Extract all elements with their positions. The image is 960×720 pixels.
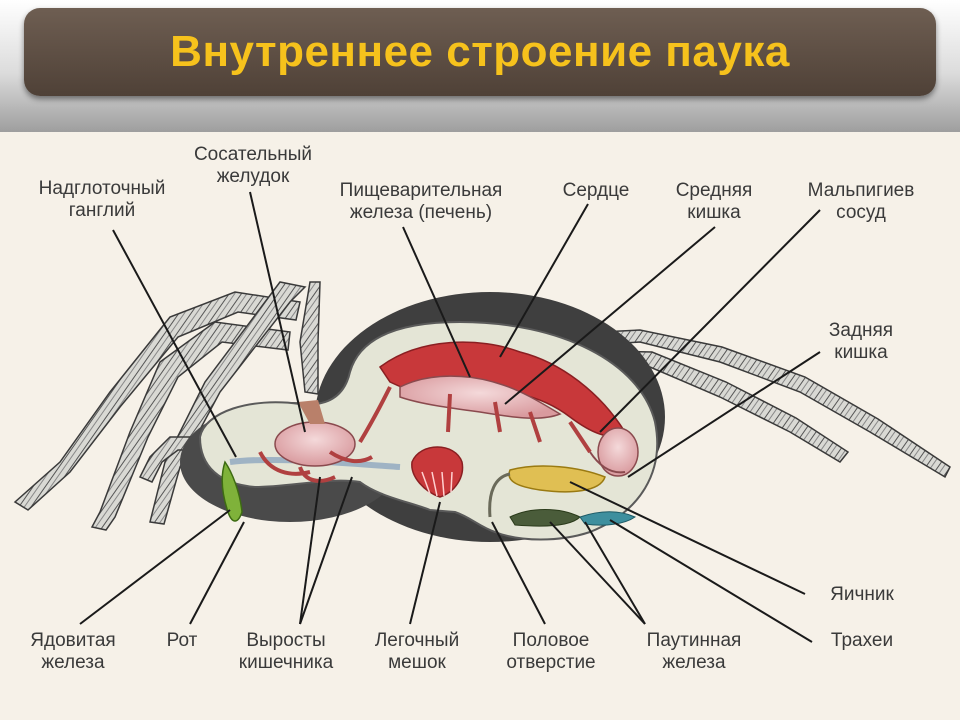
label-mouth: Рот xyxy=(167,630,198,652)
label-supraesophageal-ganglion: Надглоточный ганглий xyxy=(39,178,166,222)
label-silk-gland: Паутинная железа xyxy=(647,630,742,674)
hindgut xyxy=(598,428,638,476)
label-sucking-stomach: Сосательный желудок xyxy=(194,144,312,188)
header-band: Внутреннее строение паука xyxy=(0,0,960,132)
label-book-lung: Легочный мешок xyxy=(375,630,459,674)
label-digestive-gland: Пищеварительная железа (печень) xyxy=(340,180,503,224)
title-bar: Внутреннее строение паука xyxy=(24,8,936,96)
spider-anatomy-diagram: Надглоточный ганглий Сосательный желудок… xyxy=(0,132,960,720)
label-midgut: Средняя кишка xyxy=(676,180,753,224)
label-malpighian-vessel: Мальпигиев сосуд xyxy=(808,180,915,224)
label-ovary: Яичник xyxy=(830,584,894,606)
label-tracheae: Трахеи xyxy=(831,630,893,652)
label-hindgut: Задняя кишка xyxy=(829,320,893,364)
label-genital-opening: Половое отверстие xyxy=(506,630,595,674)
label-gut-outgrowths: Выросты кишечника xyxy=(239,630,333,674)
page-title: Внутреннее строение паука xyxy=(170,27,790,77)
label-venom-gland: Ядовитая железа xyxy=(30,630,115,674)
label-heart: Сердце xyxy=(563,180,630,202)
